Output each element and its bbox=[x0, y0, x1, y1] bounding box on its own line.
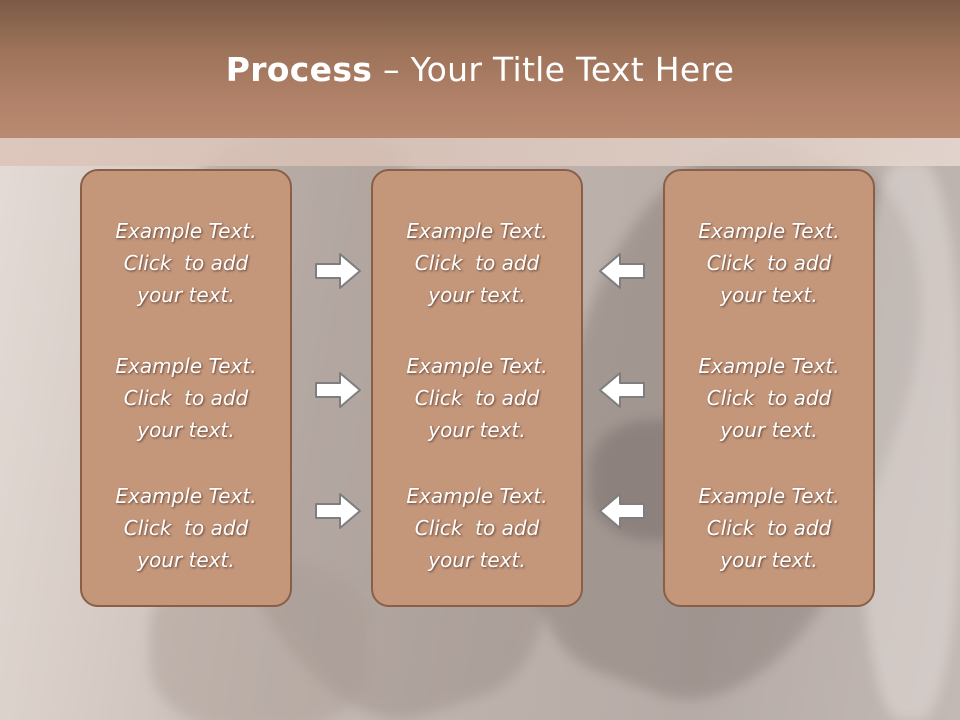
text-block[interactable]: Example Text. Click to add your text. bbox=[665, 480, 873, 576]
text-block[interactable]: Example Text. Click to add your text. bbox=[373, 215, 581, 311]
title-bold: Process bbox=[225, 50, 373, 89]
text-line: Example Text. bbox=[115, 219, 257, 243]
text-line: Click to add bbox=[414, 251, 540, 275]
text-line: your text. bbox=[137, 418, 235, 442]
text-line: Example Text. bbox=[698, 354, 840, 378]
arrow-right-icon bbox=[315, 493, 361, 529]
header-stripe bbox=[0, 138, 960, 166]
process-box-center[interactable]: Example Text. Click to add your text. Ex… bbox=[371, 169, 583, 607]
process-box-left[interactable]: Example Text. Click to add your text. Ex… bbox=[80, 169, 292, 607]
arrow-left-icon bbox=[599, 372, 645, 408]
text-line: Example Text. bbox=[406, 354, 548, 378]
text-line: Click to add bbox=[123, 386, 249, 410]
title-rest: – Your Title Text Here bbox=[372, 50, 735, 89]
text-line: your text. bbox=[428, 548, 526, 572]
text-line: Example Text. bbox=[406, 219, 548, 243]
arrow-left-icon bbox=[599, 253, 645, 289]
text-line: Example Text. bbox=[698, 219, 840, 243]
text-line: Click to add bbox=[123, 251, 249, 275]
text-line: Click to add bbox=[706, 386, 832, 410]
text-line: your text. bbox=[428, 283, 526, 307]
text-line: Example Text. bbox=[698, 484, 840, 508]
text-line: Click to add bbox=[706, 251, 832, 275]
text-line: your text. bbox=[137, 548, 235, 572]
text-block[interactable]: Example Text. Click to add your text. bbox=[82, 480, 290, 576]
text-block[interactable]: Example Text. Click to add your text. bbox=[665, 215, 873, 311]
text-line: your text. bbox=[720, 548, 818, 572]
text-block[interactable]: Example Text. Click to add your text. bbox=[82, 215, 290, 311]
arrow-right-icon bbox=[315, 253, 361, 289]
text-line: Click to add bbox=[414, 386, 540, 410]
text-line: Click to add bbox=[706, 516, 832, 540]
text-line: your text. bbox=[720, 418, 818, 442]
text-line: Example Text. bbox=[406, 484, 548, 508]
title-bar bbox=[0, 0, 960, 138]
text-line: your text. bbox=[720, 283, 818, 307]
slide-title[interactable]: Process – Your Title Text Here bbox=[0, 50, 960, 89]
text-line: your text. bbox=[428, 418, 526, 442]
text-line: Click to add bbox=[123, 516, 249, 540]
text-line: your text. bbox=[137, 283, 235, 307]
text-block[interactable]: Example Text. Click to add your text. bbox=[82, 350, 290, 446]
text-block[interactable]: Example Text. Click to add your text. bbox=[373, 350, 581, 446]
process-box-right[interactable]: Example Text. Click to add your text. Ex… bbox=[663, 169, 875, 607]
text-line: Click to add bbox=[414, 516, 540, 540]
text-line: Example Text. bbox=[115, 484, 257, 508]
arrow-right-icon bbox=[315, 372, 361, 408]
arrow-left-icon bbox=[599, 493, 645, 529]
text-block[interactable]: Example Text. Click to add your text. bbox=[665, 350, 873, 446]
text-block[interactable]: Example Text. Click to add your text. bbox=[373, 480, 581, 576]
text-line: Example Text. bbox=[115, 354, 257, 378]
